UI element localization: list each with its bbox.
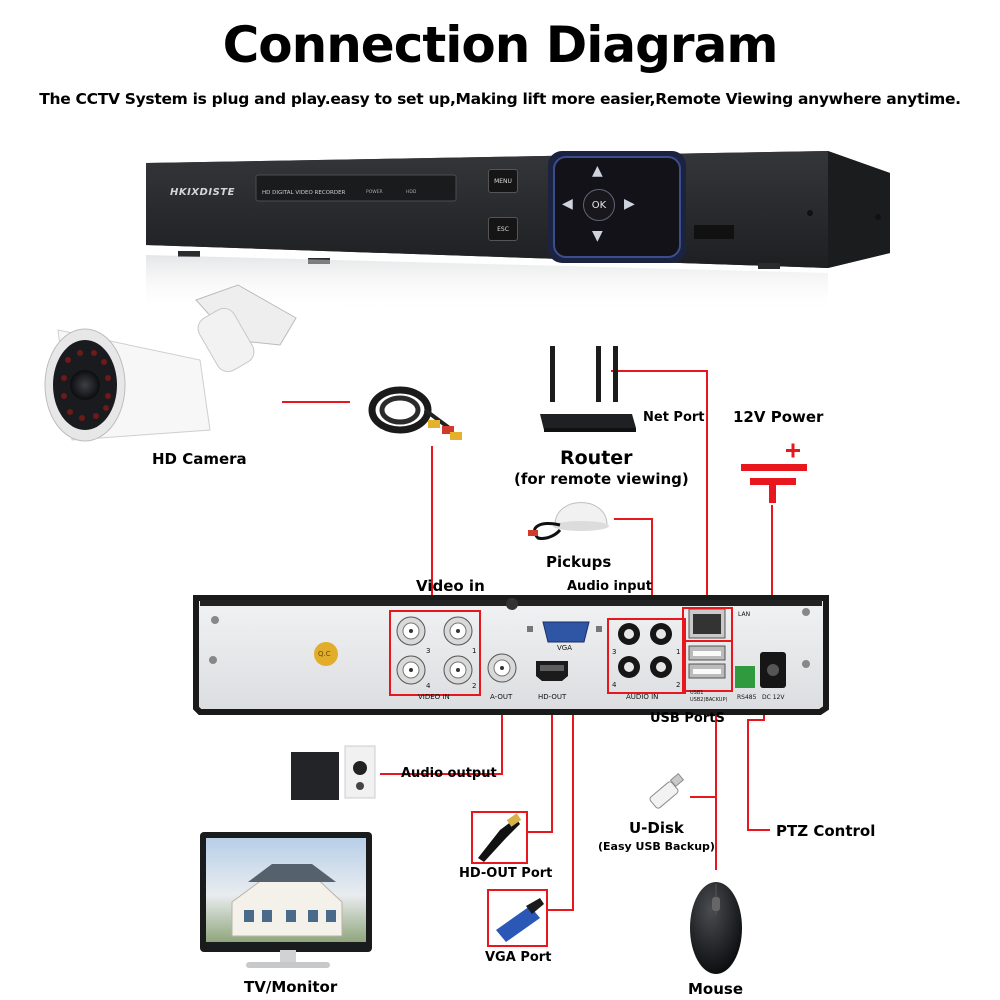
hdmi-cable-illustration <box>471 811 528 864</box>
pickup-mic-illustration <box>528 502 609 540</box>
camera-illustration <box>44 284 297 442</box>
ok-button[interactable]: OK <box>583 189 615 221</box>
audio-ch3-label: 3 <box>612 648 617 656</box>
menu-button-label: MENU <box>494 177 512 185</box>
page-subtitle: The CCTV System is plug and play.easy to… <box>39 90 961 108</box>
audio-output-label: Audio output <box>401 766 497 781</box>
power-label: 12V Power <box>733 408 824 426</box>
mouse-label: Mouse <box>688 980 744 998</box>
nav-right-icon[interactable]: ▶ <box>624 196 635 212</box>
ch2-label: 2 <box>472 682 477 690</box>
menu-button[interactable]: MENU <box>488 169 518 193</box>
esc-button[interactable]: ESC <box>488 217 518 241</box>
mouse-illustration <box>690 882 742 974</box>
udisk-label: U-Disk <box>629 819 684 837</box>
usb-ports-label: USB PortS <box>650 711 725 726</box>
ch1-label: 1 <box>472 647 477 655</box>
pickups-label: Pickups <box>546 553 612 571</box>
ch3-label: 3 <box>426 647 431 655</box>
udisk-illustration <box>649 773 685 809</box>
speakers-illustration <box>291 745 376 800</box>
tv-monitor-illustration <box>200 832 372 968</box>
vga-port-name: VGA Port <box>485 950 552 965</box>
dvr-front-illustration <box>146 151 890 313</box>
ok-button-label: OK <box>591 199 607 211</box>
hd-out-port-label: HD-OUT <box>538 693 567 701</box>
ch4-label: 4 <box>426 682 431 690</box>
dvr-power-text: POWER <box>366 190 383 195</box>
video-cable-illustration <box>368 386 462 440</box>
router-illustration <box>540 346 636 432</box>
video-in-header: Video in <box>416 577 485 595</box>
audio-ch2-label: 2 <box>676 681 681 689</box>
audio-input-header: Audio input <box>567 579 653 594</box>
audio-in-port-label: AUDIO IN <box>626 693 659 701</box>
dc-port-label: DC 12V <box>762 694 785 701</box>
audio-ch4-label: 4 <box>612 681 617 689</box>
rs485-port-label: RS485 <box>737 694 757 701</box>
udisk-note-label: (Easy USB Backup) <box>598 840 715 853</box>
highlight-boxes <box>389 607 733 696</box>
nav-up-icon[interactable]: ▲ <box>592 163 603 179</box>
a-out-port-label: A-OUT <box>490 693 513 701</box>
hd-camera-label: HD Camera <box>152 450 247 468</box>
esc-button-label: ESC <box>497 225 509 233</box>
router-label: Router <box>560 447 633 469</box>
dvr-model-text: HD DIGITAL VIDEO RECORDER <box>262 190 346 196</box>
qc-sticker-label: Q.C <box>318 650 331 658</box>
video-in-port-label: VIDEO IN <box>418 693 450 701</box>
router-note-label: (for remote viewing) <box>514 470 689 488</box>
net-port-label: Net Port <box>643 410 705 425</box>
dvr-hdd-text: HDD <box>406 190 417 195</box>
vga-cable-illustration <box>487 889 548 947</box>
dvr-back-panel-illustration <box>193 595 829 715</box>
usb1-port-label: USB1 <box>690 690 704 696</box>
dvr-front-unit: HKIXDISTE HD DIGITAL VIDEO RECORDER POWE… <box>138 133 898 313</box>
ptz-control-label: PTZ Control <box>776 822 876 840</box>
vga-port-label: VGA <box>557 644 573 652</box>
tv-monitor-label: TV/Monitor <box>244 978 338 996</box>
nav-left-icon[interactable]: ◀ <box>562 196 573 212</box>
lan-port-label: LAN <box>738 611 751 618</box>
nav-down-icon[interactable]: ▼ <box>592 228 603 244</box>
usb2-port-label: USB2(BACKUP) <box>690 697 728 703</box>
dvr-brand-logo: HKIXDISTE <box>170 187 235 198</box>
power-symbol-illustration <box>741 443 807 503</box>
page-title: Connection Diagram <box>222 16 779 74</box>
audio-ch1-label: 1 <box>676 648 681 656</box>
hd-out-port-name: HD-OUT Port <box>459 866 553 881</box>
